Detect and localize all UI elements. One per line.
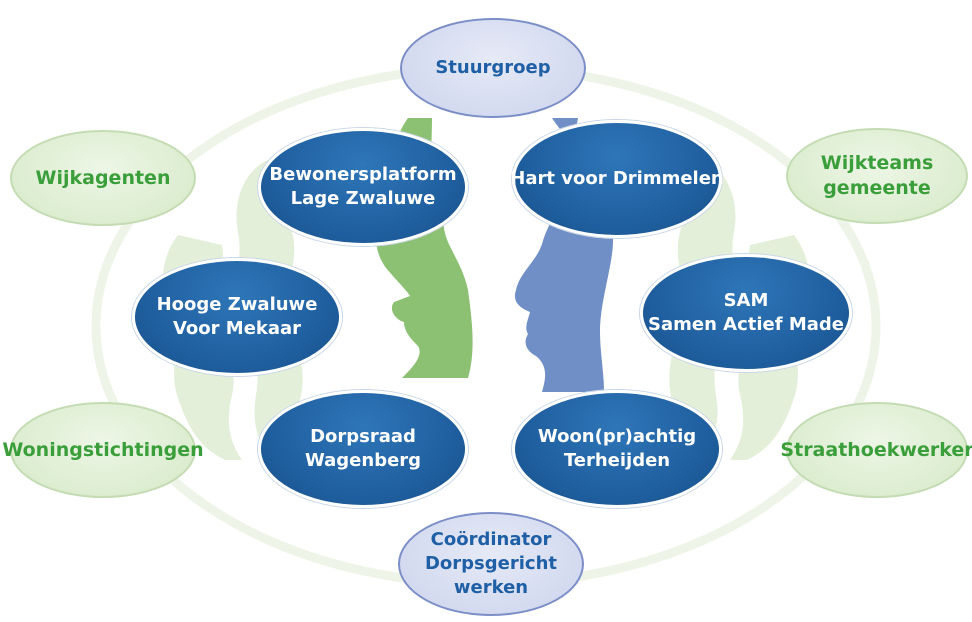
node-straathoekwerker: Straathoekwerker — [780, 402, 972, 498]
hooge-zwaluwe-line1: Hooge Zwaluwe — [156, 294, 318, 315]
bewonersplatform-line1: Bewonersplatform — [269, 164, 457, 185]
coordinator-line1: Coördinator — [430, 529, 552, 550]
node-wijkteams-gemeente: Wijkteams gemeente — [786, 128, 968, 224]
node-woningstichtingen: Woningstichtingen — [2, 402, 204, 498]
straathoekwerker-label: Straathoekwerker — [780, 438, 972, 461]
bewonersplatform-line2: Lage Zwaluwe — [290, 188, 436, 209]
wijkteams-line2: gemeente — [823, 177, 931, 199]
node-stuurgroep: Stuurgroep — [400, 18, 586, 118]
node-dorpsraad-wagenberg: Dorpsraad Wagenberg — [258, 390, 468, 508]
node-wijkagenten: Wijkagenten — [10, 130, 196, 226]
wijkagenten-label: Wijkagenten — [35, 166, 171, 189]
coordinator-line3: werken — [453, 577, 529, 598]
wijkteams-line1: Wijkteams — [820, 152, 934, 174]
node-woonprachtig-terheijden: Woon(pr)achtig Terheijden — [512, 390, 722, 508]
sam-line2: Samen Actief Made — [648, 314, 844, 335]
coordinator-line2: Dorpsgericht — [424, 553, 557, 574]
stuurgroep-label: Stuurgroep — [435, 57, 551, 78]
node-sam: SAM Samen Actief Made — [640, 254, 852, 372]
node-coordinator: Coördinator Dorpsgericht werken — [398, 512, 584, 616]
node-hart-voor-drimmelen: Hart voor Drimmelen — [510, 120, 724, 238]
dorpsraad-line2: Wagenberg — [304, 450, 422, 471]
node-hooge-zwaluwe: Hooge Zwaluwe Voor Mekaar — [132, 258, 342, 376]
woonprachtig-line2: Terheijden — [563, 450, 671, 471]
hooge-zwaluwe-line2: Voor Mekaar — [172, 318, 302, 339]
node-bewonersplatform: Bewonersplatform Lage Zwaluwe — [258, 128, 468, 246]
hart-voor-drimmelen-label: Hart voor Drimmelen — [510, 168, 724, 189]
woonprachtig-line1: Woon(pr)achtig — [537, 426, 697, 447]
woningstichtingen-label: Woningstichtingen — [2, 438, 204, 461]
sam-line1: SAM — [723, 290, 769, 311]
dorpsraad-line1: Dorpsraad — [310, 426, 416, 447]
